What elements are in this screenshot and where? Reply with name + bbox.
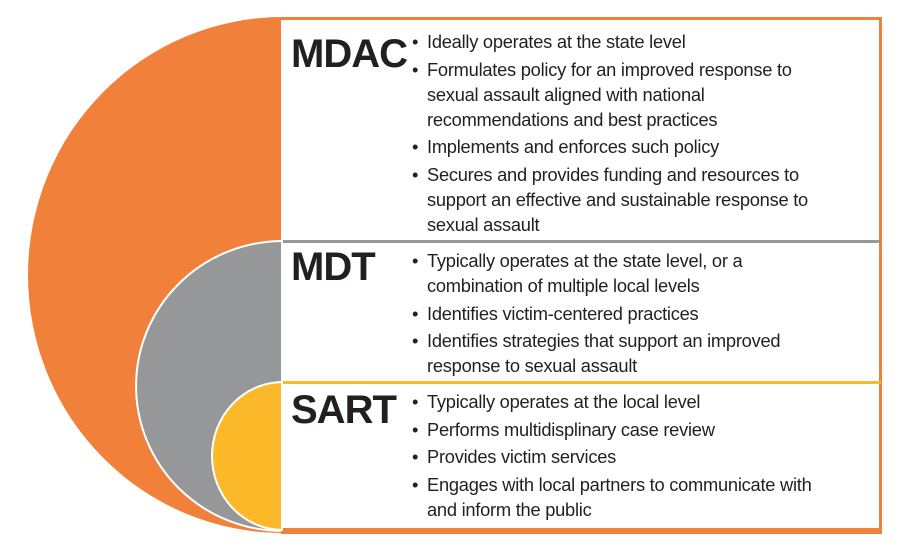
bullet-text-line: combination of multiple local levels bbox=[427, 275, 700, 296]
bullet-item: • Engages with local partners to communic… bbox=[409, 472, 812, 522]
mdt-list: • Typically operates at the state level, … bbox=[409, 248, 781, 381]
bullet-text-line: Identifies strategies that support an im… bbox=[427, 330, 781, 351]
sart-half-circle bbox=[211, 380, 284, 532]
bullet-item: • Typically operates at the state level, … bbox=[409, 248, 780, 298]
mdt-divider bbox=[283, 240, 881, 243]
bullet-icon: • bbox=[412, 136, 419, 157]
bullet-item: • Implements and enforces such policy bbox=[409, 134, 808, 159]
mdac-list: • Ideally operates at the state level • For… bbox=[409, 29, 808, 239]
bullet-text-line: Identifies victim-centered practices bbox=[427, 302, 699, 324]
sart-list: • Typically operates at the local level • P… bbox=[409, 389, 812, 524]
bullet-text-line: Engages with local partners to communica… bbox=[427, 473, 812, 495]
bullet-icon: • bbox=[412, 163, 419, 185]
bullet-item: • Ideally operates at the state level bbox=[409, 29, 808, 54]
bullet-text-line: Formulates policy for an improved respon… bbox=[427, 58, 792, 80]
bottom-border bbox=[283, 528, 881, 531]
bullet-text-line: Typically operates at the state level, o… bbox=[427, 250, 743, 271]
bullet-text-line: Typically operates at the local level bbox=[427, 391, 701, 412]
bullet-text-line: Performs multidisplinary case review bbox=[427, 418, 715, 440]
bullet-text-line: and inform the public bbox=[427, 498, 592, 520]
bullet-icon: • bbox=[412, 250, 419, 271]
bullet-icon: • bbox=[412, 446, 419, 467]
bullet-text-line: response to sexual assault bbox=[427, 355, 637, 376]
bullet-item: • Identifies victim-centered practices bbox=[409, 301, 780, 326]
bullet-icon: • bbox=[412, 31, 419, 52]
mdac-section: MDAC • Ideally operates at the state leve… bbox=[283, 20, 879, 240]
mdac-heading: MDAC bbox=[291, 32, 408, 76]
bullet-item: • Typically operates at the local level bbox=[409, 389, 812, 414]
mdt-section: MDT • Typically operates at the state lev… bbox=[283, 243, 879, 381]
bullet-text-line: Provides victim services bbox=[427, 446, 617, 467]
bullet-text-line: sexual assault aligned with national bbox=[427, 83, 705, 105]
bullet-item: • Secures and provides funding and resour… bbox=[409, 162, 808, 237]
bullet-text-line: Implements and enforces such policy bbox=[427, 136, 720, 157]
bullet-item: • Formulates policy for an improved respo… bbox=[409, 57, 808, 132]
content-box bbox=[281, 17, 882, 534]
bullet-item: • Provides victim services bbox=[409, 444, 812, 469]
bullet-icon: • bbox=[412, 391, 419, 412]
bullet-icon: • bbox=[412, 302, 419, 324]
bullet-icon: • bbox=[412, 330, 419, 351]
sart-section: SART • Typically operates at the local le… bbox=[283, 384, 879, 528]
bullet-text-line: Secures and provides funding and resourc… bbox=[427, 163, 799, 185]
bullet-icon: • bbox=[412, 58, 419, 80]
bullet-icon: • bbox=[412, 418, 419, 440]
bullet-item: • Performs multidisplinary case review bbox=[409, 417, 812, 442]
bullet-text-line: support an effective and sustainable res… bbox=[427, 188, 808, 210]
mdt-heading: MDT bbox=[291, 245, 376, 289]
bullet-text-line: sexual assault bbox=[427, 213, 540, 235]
sart-heading: SART bbox=[291, 388, 397, 432]
bullet-text-line: recommendations and best practices bbox=[427, 108, 718, 130]
bullet-text-line: Ideally operates at the state level bbox=[427, 31, 686, 52]
bullet-item: • Identifies strategies that support an i… bbox=[409, 328, 781, 378]
bullet-icon: • bbox=[412, 473, 419, 495]
sart-divider bbox=[283, 381, 881, 384]
